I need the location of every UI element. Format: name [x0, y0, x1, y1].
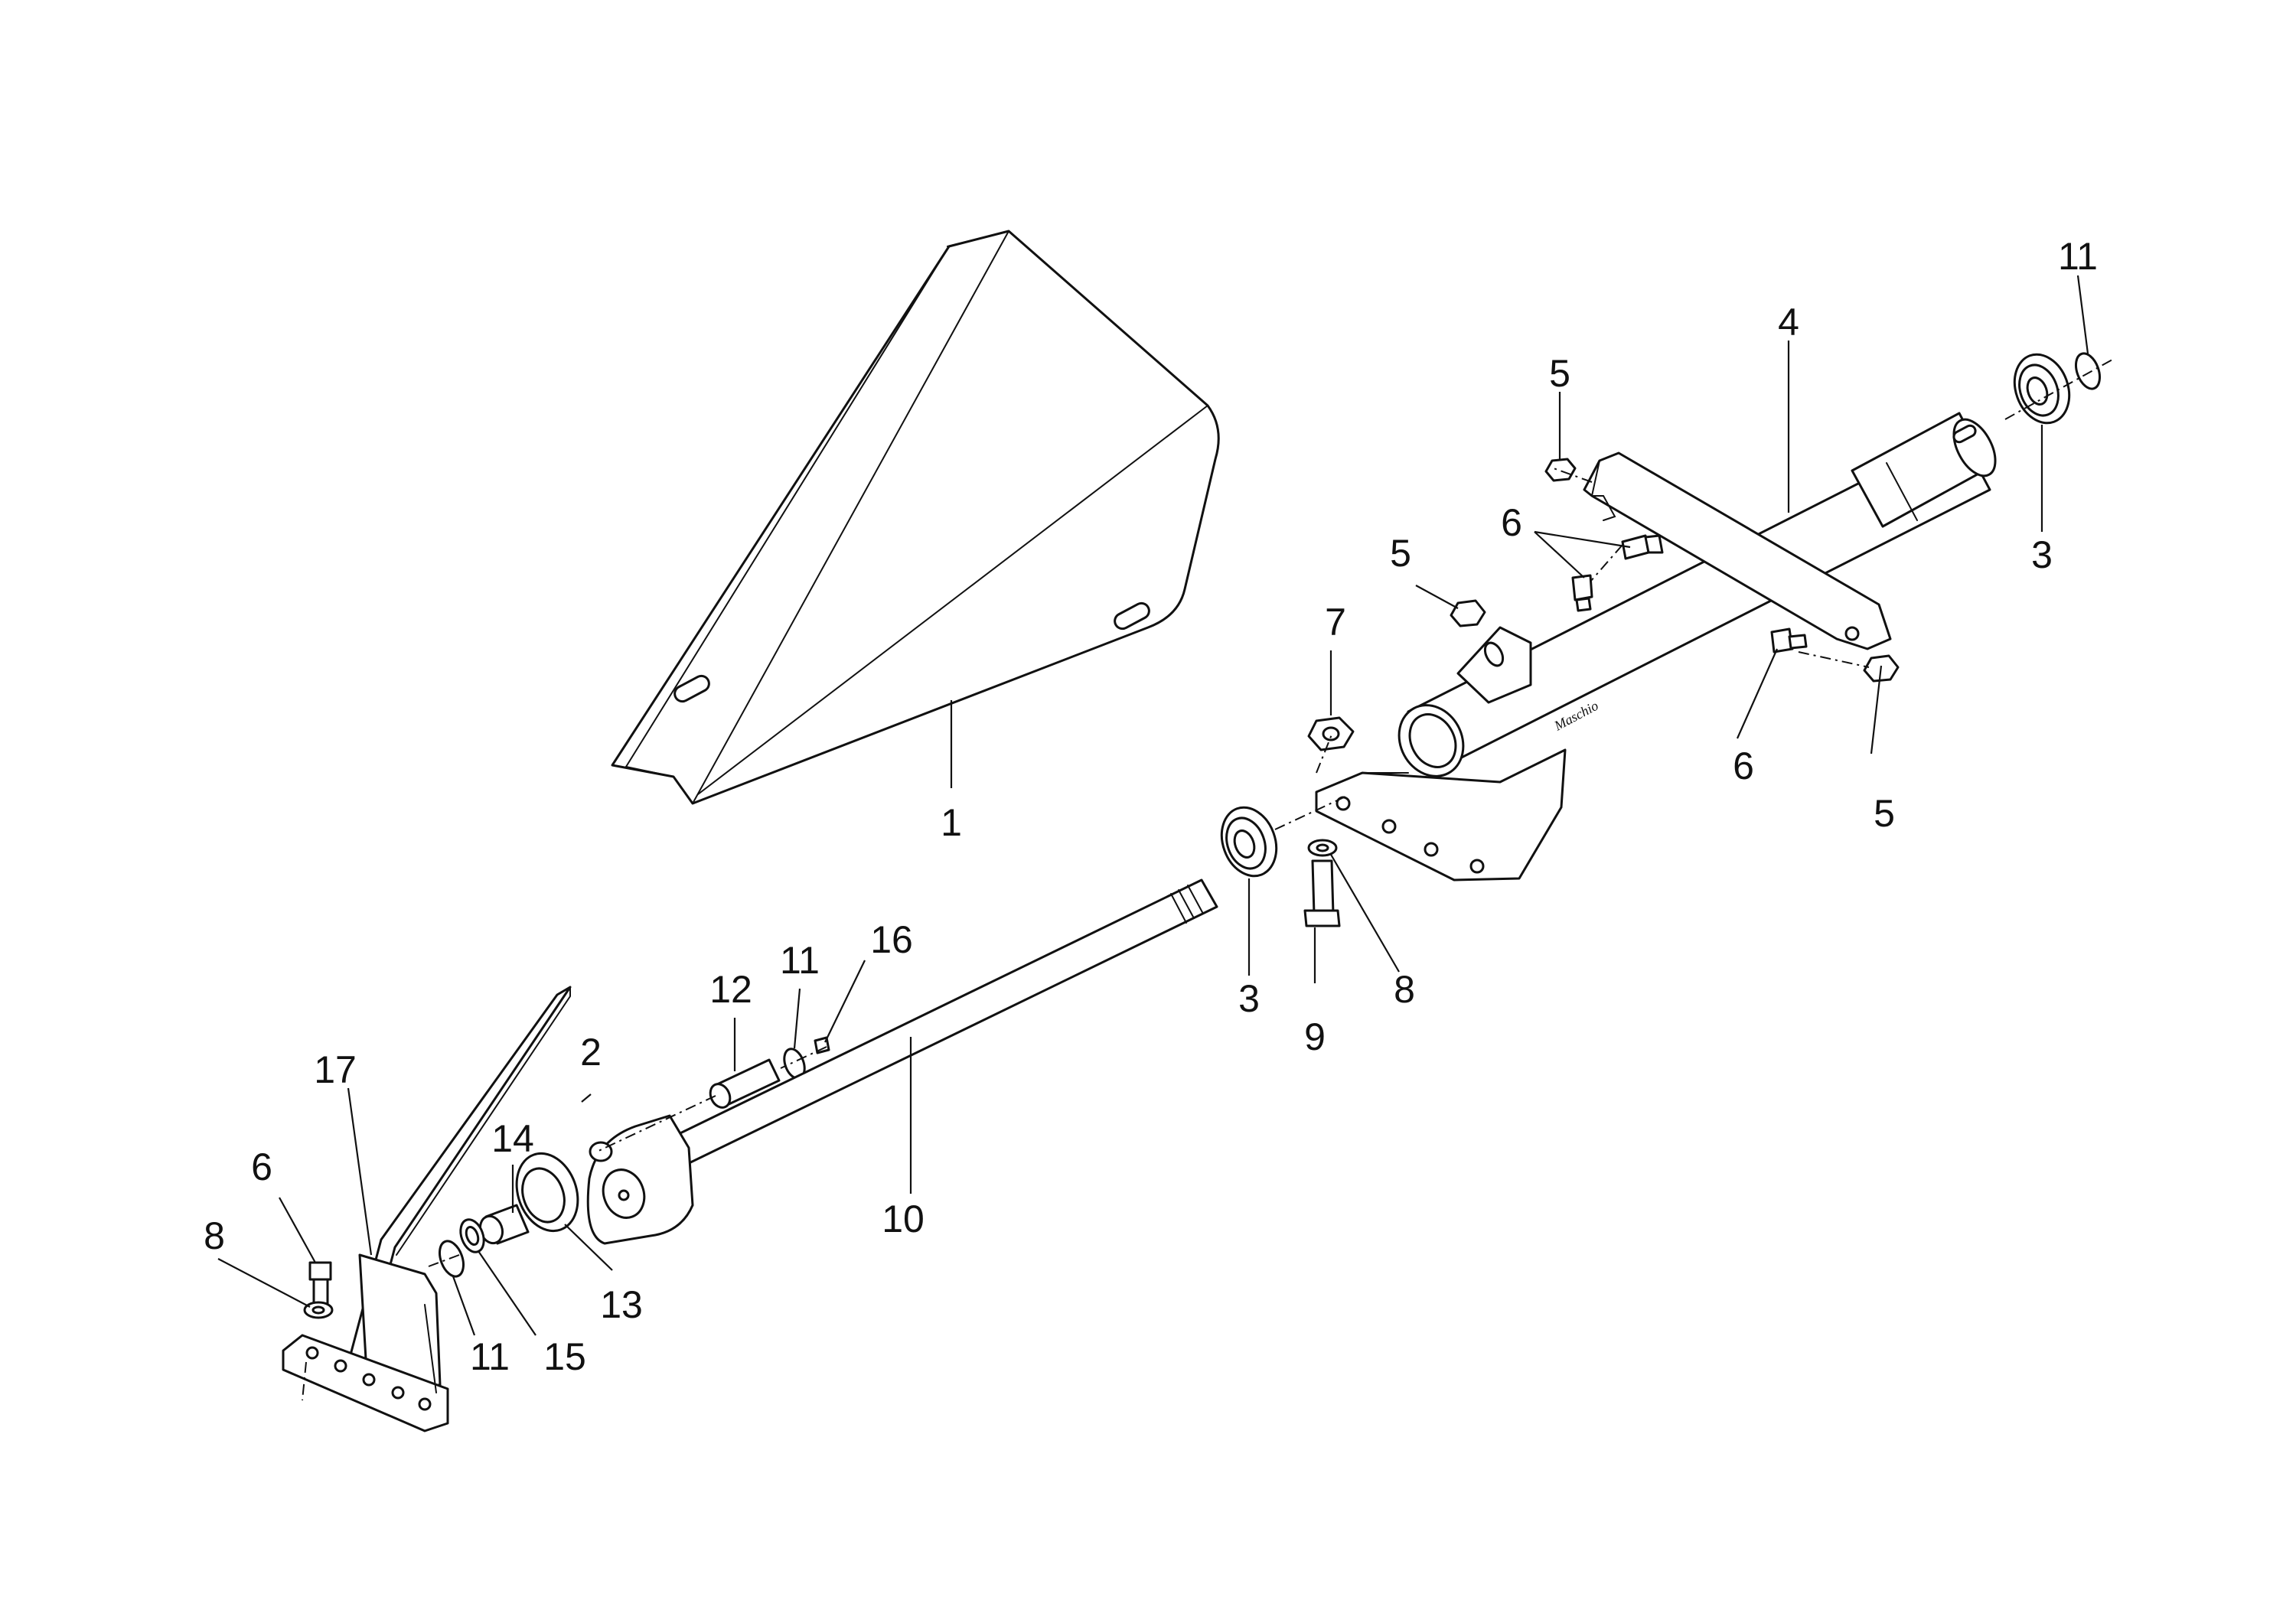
part-6-bolt-top: [1621, 534, 1664, 560]
callout-label: 12: [709, 968, 752, 1011]
part-1-guard: [611, 230, 1220, 805]
callout-label: 15: [543, 1335, 586, 1378]
leader-lines: [217, 275, 2089, 1336]
part-13-bearing: [515, 1152, 579, 1233]
callout-label: 5: [1874, 792, 1895, 835]
callout-label: 16: [870, 918, 913, 961]
callout-label: 3: [2031, 533, 2053, 576]
part-5-nut-mid: [1450, 599, 1486, 627]
part-10-shaft: [586, 878, 1218, 1245]
callout-label: 11: [2058, 235, 2098, 278]
callout-label: 1: [941, 801, 962, 844]
callout-label: 8: [1394, 968, 1415, 1011]
part-7-nut: [1307, 716, 1355, 751]
part-8-washer-right: [1307, 839, 1338, 857]
callout-label: 9: [1304, 1015, 1326, 1058]
part-11-circlip-left: [438, 1240, 465, 1278]
callout-label: 6: [251, 1146, 272, 1188]
callout-label: 11: [470, 1335, 510, 1378]
part-12-bushing: [709, 1058, 781, 1109]
part-8-washer-left: [303, 1301, 334, 1319]
callout-label: 6: [1501, 501, 1522, 544]
assembly-centerlines: [302, 359, 2113, 1401]
part-9-bolt: [1303, 859, 1341, 927]
callout-label: 4: [1778, 301, 1799, 344]
callout-label: 6: [1733, 745, 1754, 787]
part-5-nut-top: [1544, 458, 1577, 482]
part-3-bearing-left: [1220, 806, 1278, 878]
callout-label: 17: [314, 1048, 357, 1091]
part-3-bearing-right: [2013, 353, 2071, 425]
part-17-lever-bracket: [282, 986, 572, 1432]
callout-label: 14: [491, 1117, 534, 1160]
part-4-tube-assembly: Maschio: [1315, 412, 1997, 882]
callout-label: 5: [1549, 352, 1570, 395]
callout-label: 11: [780, 939, 820, 982]
callout-label: 10: [882, 1198, 925, 1240]
callout-label: 5: [1390, 532, 1411, 575]
callout-label: 2: [580, 1031, 602, 1074]
callout-label: 3: [1238, 977, 1260, 1020]
callout-labels: 1 2 3 3 4 5 5 5 6 6 6 7 8 8 9 10 11 11 1…: [204, 235, 2098, 1378]
callout-label: 13: [600, 1283, 643, 1326]
part-6-bolt-right: [1770, 627, 1808, 653]
callout-label: 7: [1325, 601, 1346, 644]
part-11-circlip-right: [2074, 352, 2102, 390]
part-6-bolt-left: [308, 1261, 332, 1306]
callout-label: 8: [204, 1214, 225, 1257]
part-6-bolt-mid: [1571, 574, 1593, 612]
